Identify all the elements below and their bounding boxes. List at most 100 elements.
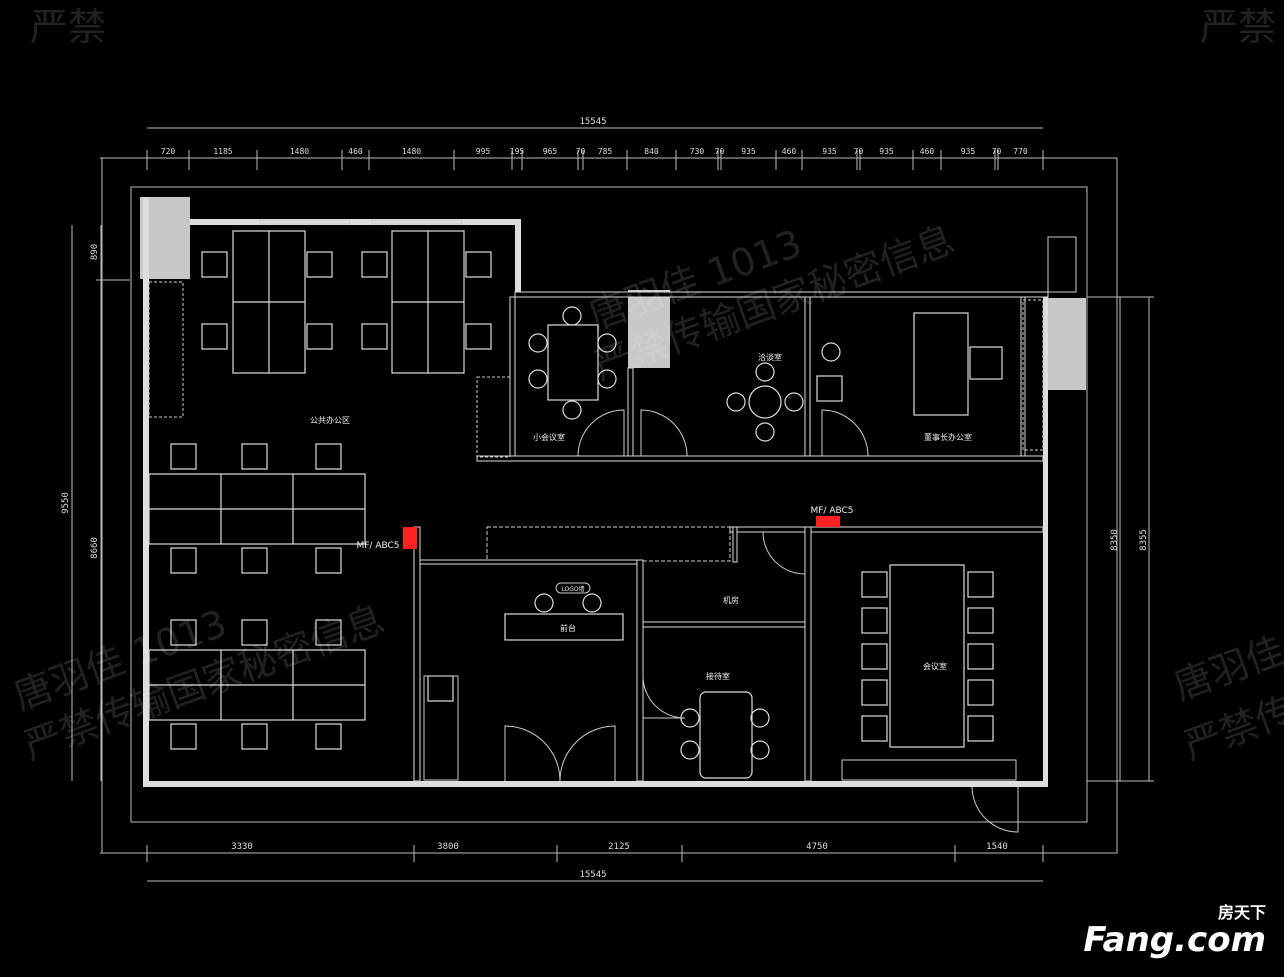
chair [967,715,994,742]
chair [534,593,554,613]
dim-top-segment: 730 [690,147,705,156]
chair [755,362,775,382]
chair [861,571,888,598]
dim-top-segment: 70 [854,147,864,156]
chair [816,375,843,402]
window [259,219,351,225]
chair [465,323,492,350]
chair [241,443,268,470]
logo-wall-tag [555,582,591,594]
chair [361,251,388,278]
fang-logo: 房天下 Fang.com [1083,899,1266,957]
chair [201,323,228,350]
window [371,219,463,225]
chair [861,679,888,706]
chair [750,708,770,728]
cabinet [423,675,459,781]
cabinet [841,759,1017,781]
room-label-small-meeting: 小会议室 [533,432,565,442]
chair [726,392,746,412]
chair [170,443,197,470]
chair [967,643,994,670]
dim-top-segment: 935 [741,147,756,156]
chair [361,323,388,350]
chair [170,723,197,750]
room-label-meeting-room: 会议室 [923,661,947,671]
right-dimension: 8350 8355 [1087,296,1154,782]
front-desk [504,613,624,641]
fire-extinguisher-icon [403,527,417,549]
dim-top-segment: 935 [879,147,894,156]
conference-table [889,564,965,748]
chair [821,342,841,362]
dim-left-8660: 8660 [90,537,100,559]
logo-cn: 房天下 [1217,903,1266,922]
dim-total-top: 15545 [579,117,606,127]
round-table [748,385,782,419]
logo-en: Fang.com [1083,920,1266,960]
chairman-desk [913,312,969,416]
reception-table [699,691,753,779]
doors [504,409,1019,833]
dim-top-segment: 995 [476,147,491,156]
office-chair [969,346,1003,380]
dim-top-segment: 1480 [290,147,309,156]
chair [967,607,994,634]
dim-bottom-4: 4750 [806,842,828,852]
chair [306,251,333,278]
logo-wall-label: LOGO墙 [561,585,584,593]
dim-bottom-2: 3800 [437,842,459,852]
chair [465,251,492,278]
dim-left-9550: 9550 [61,492,71,514]
chair [315,547,342,574]
dim-bottom-1: 3330 [231,842,253,852]
chair [784,392,804,412]
dim-top-segment: 460 [348,147,363,156]
extinguisher-label: MF/ ABC5 [356,541,399,551]
dim-top-segment: 840 [644,147,659,156]
room-label-chairman-office: 董事长办公室 [924,432,972,442]
column [628,290,670,368]
chair [680,740,700,760]
bottom-dimension: 3330 3800 2125 4750 1540 15545 [100,842,1117,882]
chair [755,422,775,442]
chair [967,679,994,706]
chair [562,306,582,326]
watermark: 严禁 [30,5,106,49]
chair [861,643,888,670]
dim-top-segment: 785 [598,147,613,156]
walls [143,197,1049,787]
dim-top-segment: 460 [782,147,797,156]
dim-top-segment: 70 [576,147,586,156]
room-label-negotiation: 洽谈室 [758,352,782,362]
watermark: 严禁 [1200,5,1276,49]
chair [241,547,268,574]
dim-left-890: 890 [90,244,100,260]
chair [241,723,268,750]
chair [306,323,333,350]
chair [528,333,548,353]
chair [750,740,770,760]
chair [427,675,454,702]
dim-top-segment: 70 [992,147,1002,156]
chair [582,593,602,613]
room-label-open-office: 公共办公区 [310,415,350,425]
dim-top-segment: 720 [161,147,176,156]
left-dimension: 890 9550 8660 [61,225,130,781]
dim-right-8350: 8350 [1110,529,1120,551]
chair [315,619,342,646]
watermark: 唐羽佳 1013 [1168,591,1284,709]
dim-top-segment: 460 [920,147,935,156]
dim-top-segment: 935 [822,147,837,156]
room-label-front-desk: 前台 [560,623,576,633]
chair [861,715,888,742]
room-label-server-room: 机房 [723,595,739,605]
chair [170,619,197,646]
dim-top-segment: 965 [543,147,558,156]
dim-bottom-total: 15545 [579,870,606,880]
dim-top-segment: 195 [510,147,525,156]
dim-top-segment: 1185 [213,147,232,156]
dim-top-segment: 770 [1013,147,1028,156]
